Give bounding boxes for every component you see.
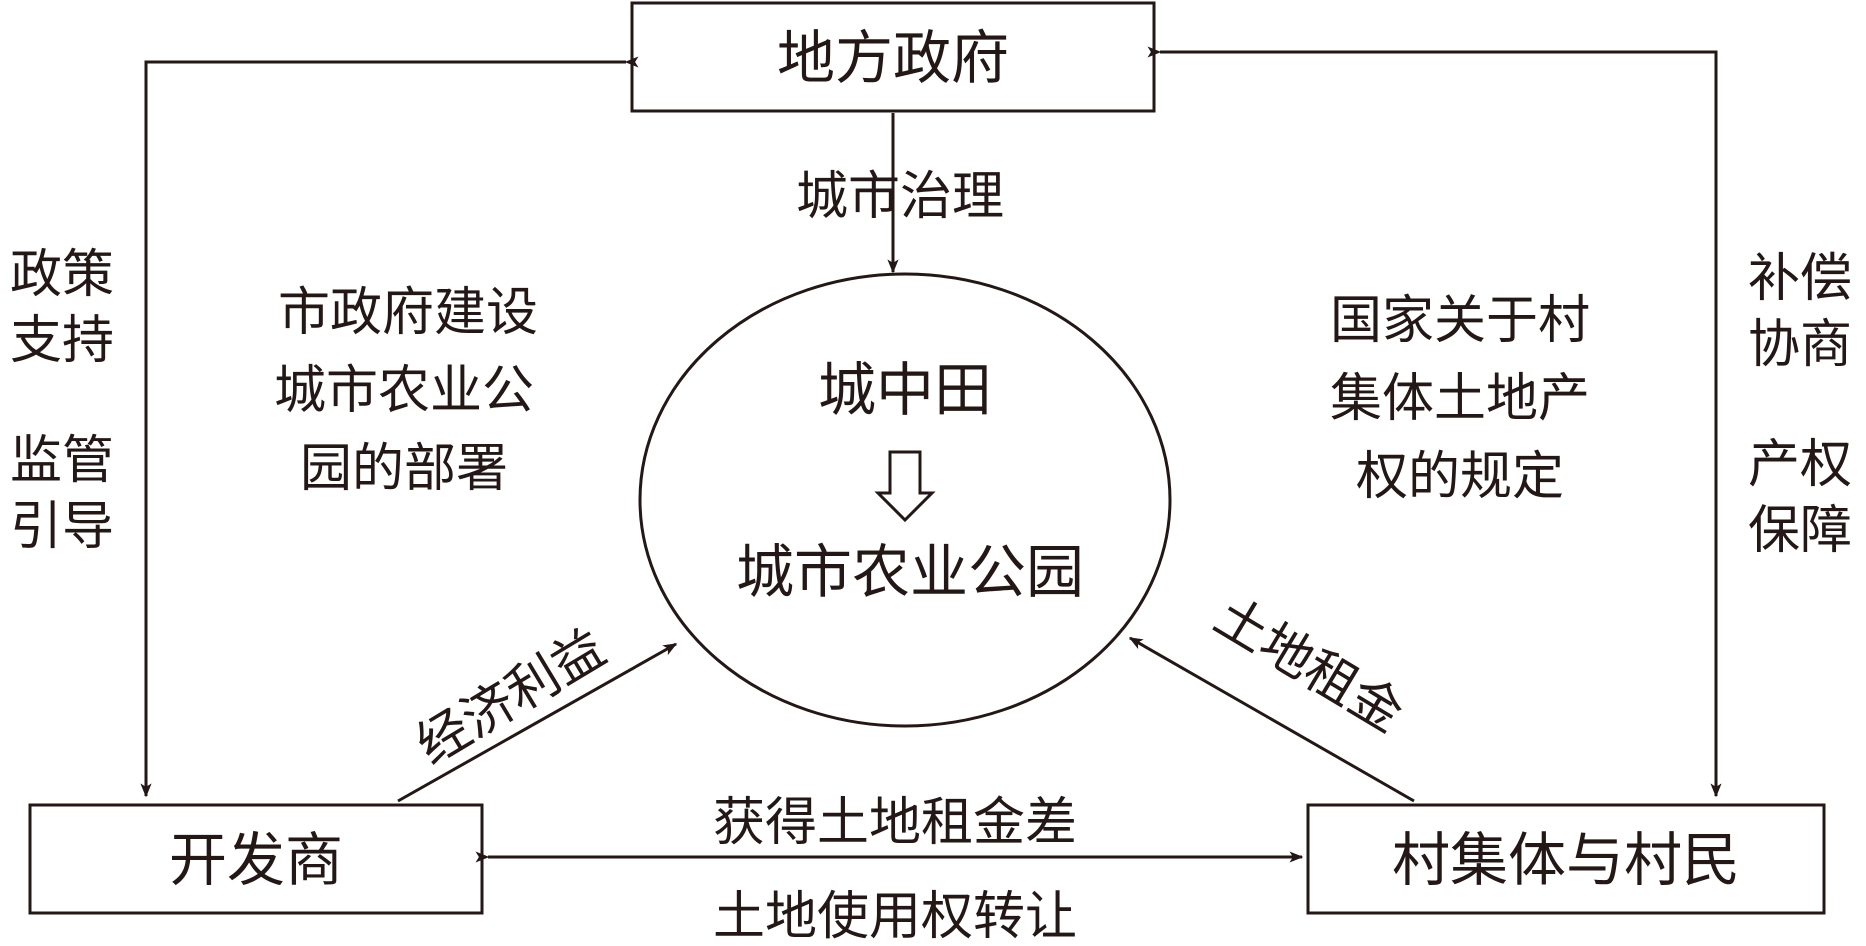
right-loop-arrow (1147, 46, 1722, 798)
land-rent-label: 土地租金 (1204, 586, 1413, 745)
village-box (1306, 803, 1826, 915)
national-note-line3: 权的规定 (1356, 447, 1564, 507)
center-bottom-label: 城市农业公园 (736, 538, 1084, 606)
center-top-label: 城中田 (818, 356, 992, 424)
right-side-line3: 产权 (1748, 435, 1852, 495)
urban-governance-label: 城市治理 (796, 167, 1004, 227)
left-side-line3: 监管 (10, 431, 114, 491)
transform-arrow-icon (874, 450, 936, 523)
municipal-note-line3: 园的部署 (300, 439, 508, 499)
land-rent-arrow (1128, 636, 1415, 803)
rent-difference-label: 获得土地租金差 (713, 793, 1077, 853)
municipal-note-line1: 市政府建设 (278, 283, 538, 343)
left-side-line2: 支持 (10, 311, 114, 371)
right-side-line1: 补偿 (1748, 249, 1852, 309)
right-side-line2: 协商 (1748, 315, 1852, 375)
economic-benefit-arrow (397, 642, 678, 803)
municipal-note-line2: 城市农业公 (274, 361, 534, 421)
developer-box (28, 803, 484, 915)
developer-label: 开发商 (169, 826, 343, 894)
right-side-line4: 保障 (1748, 501, 1852, 561)
government-label: 地方政府 (777, 24, 1009, 92)
left-side-line1: 政策 (10, 245, 114, 305)
left-loop-arrow (140, 56, 639, 798)
left-side-line4: 引导 (10, 497, 114, 557)
village-label: 村集体与村民 (1392, 826, 1740, 894)
national-note-line1: 国家关于村 (1330, 291, 1590, 351)
use-right-transfer-label: 土地使用权转让 (713, 887, 1077, 946)
national-note-line2: 集体土地产 (1330, 369, 1590, 429)
government-box (630, 1, 1156, 113)
economic-benefit-label: 经济利益 (407, 618, 616, 777)
